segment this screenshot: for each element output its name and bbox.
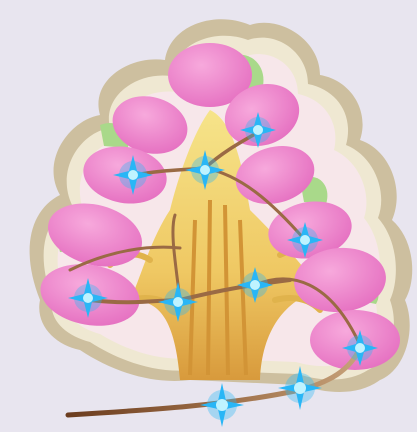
spark-10 — [200, 383, 244, 427]
